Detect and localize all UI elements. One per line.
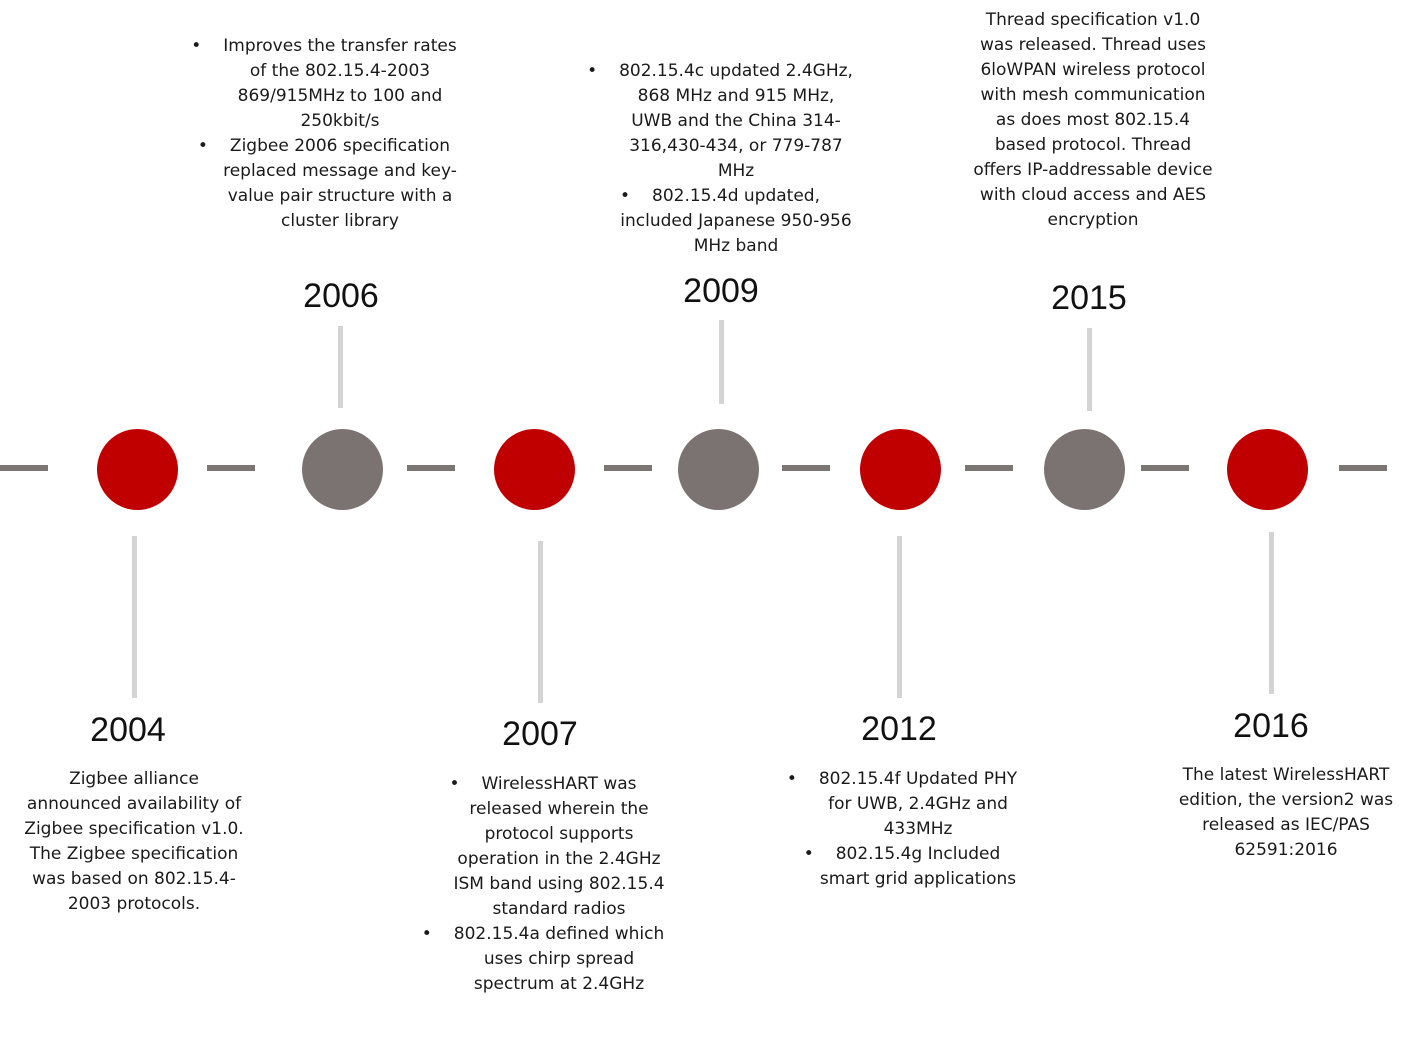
event-2009-year: 2009: [683, 272, 759, 310]
event-2007-year: 2007: [502, 715, 578, 753]
event-2006-bullets: • Improves the transfer rates of the 802.…: [191, 34, 460, 234]
connector-stem-2007: [538, 541, 543, 703]
bullet-icon: •: [197, 136, 208, 156]
list-item: • 802.15.4a defined which uses chirp spre…: [422, 922, 670, 997]
timeline-segment: [965, 465, 1013, 471]
list-item: • Improves the transfer rates of the 802.…: [191, 34, 460, 134]
connector-stem-2006: [338, 326, 343, 408]
list-item: • 802.15.4f Updated PHY for UWB, 2.4GHz a…: [787, 767, 1026, 842]
bullet-icon: •: [421, 924, 432, 944]
bullet-icon: •: [587, 61, 598, 81]
event-2006-bullet-1: Improves the transfer rates of the 802.1…: [223, 36, 457, 131]
event-2006-year: 2006: [303, 277, 379, 315]
bullet-icon: •: [449, 774, 460, 794]
event-2004-year: 2004: [90, 711, 166, 749]
list-item: • 802.15.4c updated 2.4GHz, 868 MHz and 9…: [587, 59, 855, 184]
bullet-icon: •: [803, 844, 814, 864]
timeline-segment: [407, 465, 455, 471]
timeline-node-2016: [1227, 429, 1308, 510]
event-2007-bullet-1: WirelessHART was released wherein the pr…: [453, 774, 665, 919]
event-2009-bullets: • 802.15.4c updated 2.4GHz, 868 MHz and 9…: [587, 59, 855, 259]
event-2012-bullet-2: 802.15.4g Included smart grid applicatio…: [819, 844, 1017, 889]
timeline-segment: [1339, 465, 1387, 471]
connector-stem-2015: [1087, 328, 1092, 411]
connector-stem-2004: [132, 536, 137, 698]
event-2007-bullets: •WirelessHART was released wherein the p…: [422, 772, 670, 997]
event-2012-bullet-1: 802.15.4f Updated PHY for UWB, 2.4GHz an…: [818, 769, 1018, 839]
bullet-icon: •: [786, 769, 797, 789]
event-2004-description: Zigbee alliance announced availability o…: [24, 769, 244, 914]
list-item: • Zigbee 2006 specification replaced mess…: [198, 134, 460, 234]
event-2012-bullets: •802.15.4f Updated PHY for UWB, 2.4GHz a…: [787, 767, 1026, 892]
connector-stem-2009: [719, 320, 724, 404]
timeline-segment: [782, 465, 830, 471]
timeline-node-2007: [494, 429, 575, 510]
connector-stem-2012: [897, 536, 902, 698]
timeline-node-2006: [302, 429, 383, 510]
timeline-node-2015: [1044, 429, 1125, 510]
event-2016-year: 2016: [1233, 707, 1309, 745]
bullet-icon: •: [620, 186, 631, 206]
event-2015-description: Thread specification v1.0 was released. …: [973, 10, 1213, 230]
list-item: •802.15.4g Included smart grid applicati…: [804, 842, 1026, 892]
event-2007-bullet-2: 802.15.4a defined which uses chirp sprea…: [453, 924, 665, 994]
timeline-node-2009: [678, 429, 759, 510]
event-2007-description: •WirelessHART was released wherein the p…: [422, 772, 670, 997]
event-2009-description: • 802.15.4c updated 2.4GHz, 868 MHz and 9…: [587, 59, 855, 259]
event-2006-description: • Improves the transfer rates of the 802.…: [191, 34, 460, 234]
timeline-segment: [0, 465, 48, 471]
event-2012-year: 2012: [861, 710, 937, 748]
timeline-node-2012: [860, 429, 941, 510]
list-item: •802.15.4d updated, included Japanese 95…: [617, 184, 855, 259]
connector-stem-2016: [1269, 532, 1274, 694]
event-2012-description: •802.15.4f Updated PHY for UWB, 2.4GHz a…: [787, 767, 1026, 892]
event-2016-description: The latest WirelessHART edition, the ver…: [1178, 765, 1394, 860]
timeline-segment: [207, 465, 255, 471]
event-2015-year: 2015: [1051, 279, 1127, 317]
event-2006-bullet-2: Zigbee 2006 specification replaced messa…: [223, 136, 457, 231]
timeline-node-2004: [97, 429, 178, 510]
timeline-segment: [1141, 465, 1189, 471]
event-2009-bullet-2: 802.15.4d updated, included Japanese 950…: [620, 186, 852, 256]
bullet-icon: •: [191, 36, 202, 56]
event-2009-bullet-1: 802.15.4c updated 2.4GHz, 868 MHz and 91…: [619, 61, 853, 181]
timeline-segment: [604, 465, 652, 471]
list-item: •WirelessHART was released wherein the p…: [448, 772, 670, 922]
